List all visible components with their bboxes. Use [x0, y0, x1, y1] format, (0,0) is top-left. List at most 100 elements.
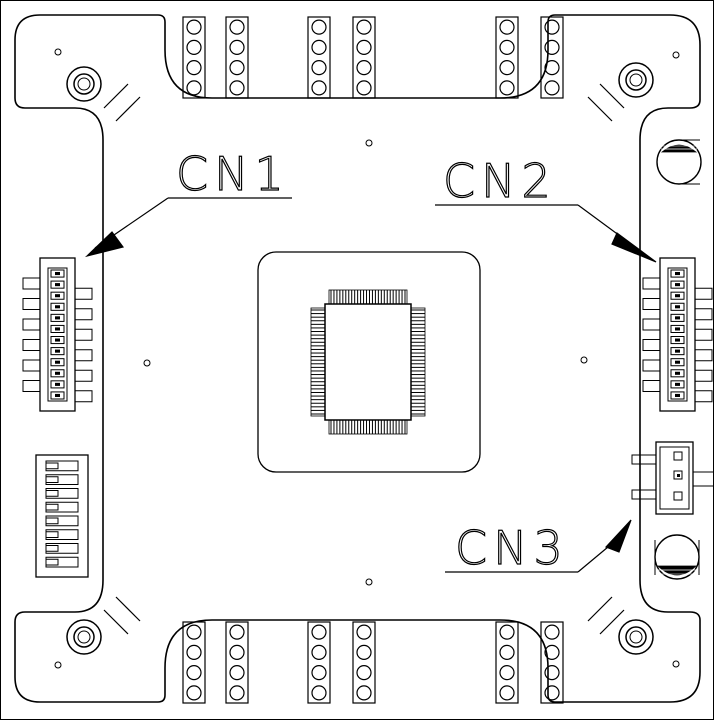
- pin-header-body: [182, 16, 206, 99]
- pin-hole: [229, 60, 245, 76]
- dip-lever-slot: [45, 515, 79, 527]
- pin-hole: [544, 624, 560, 640]
- solder-tab: [642, 277, 661, 290]
- mounting-hole-top-right: [618, 62, 654, 98]
- dip-lever-slot: [45, 488, 79, 499]
- connector-pin: [50, 347, 65, 356]
- cn3-leader: [445, 519, 632, 573]
- solder-tab: [74, 349, 93, 362]
- pin-hole: [229, 644, 245, 660]
- solder-tab: [74, 390, 93, 403]
- pin-hole: [186, 644, 202, 660]
- dip-lever-slot: [45, 529, 79, 540]
- pin-hole: [544, 19, 560, 35]
- connector-pin-contact: [675, 371, 680, 375]
- pin-header: [540, 621, 564, 704]
- qfp-lead-row: [328, 419, 408, 435]
- connector-pin-contact: [55, 382, 60, 386]
- pin-hole: [311, 685, 327, 701]
- pin-header: [495, 16, 519, 99]
- pin-header-body: [307, 621, 331, 704]
- pin-header-body: [495, 621, 519, 704]
- connector-pin: [50, 369, 65, 378]
- pin-hole: [544, 665, 560, 681]
- pin-hole: [186, 624, 202, 640]
- dip-switch-levers: [45, 460, 79, 568]
- solder-tab: [22, 277, 41, 290]
- battery-bottom: [654, 534, 700, 580]
- connector-pin: [670, 302, 685, 311]
- dip-lever-slot: [45, 556, 79, 568]
- cn3-housing: [655, 441, 694, 515]
- pin-hole: [499, 19, 515, 35]
- qfp-chip-body: [324, 303, 412, 421]
- connector-pin-contact: [675, 316, 680, 320]
- pin-hole: [499, 624, 515, 640]
- cn2-solder-tabs: [642, 277, 713, 403]
- connector-pin: [670, 280, 685, 289]
- dip-lever: [45, 531, 59, 538]
- pin-hole: [311, 39, 327, 55]
- pin-header-body: [307, 16, 331, 99]
- pin-hole: [186, 665, 202, 681]
- connector-pin: [670, 291, 685, 300]
- connector-pin: [50, 324, 65, 333]
- connector-pin-contact: [55, 349, 60, 353]
- pin-header: [182, 621, 206, 704]
- dip-lever: [45, 503, 59, 511]
- pin-header-body: [225, 621, 249, 704]
- connector-pin-contact: [55, 305, 60, 309]
- connector-pin: [50, 269, 65, 278]
- connector-pin-contact: [55, 272, 60, 276]
- pin-header-body: [495, 16, 519, 99]
- pin-header-body: [540, 621, 564, 704]
- dip-lever: [45, 490, 59, 497]
- pin-header-body: [182, 621, 206, 704]
- pin-hole: [499, 60, 515, 76]
- qfp-chip: [310, 289, 426, 435]
- pin-hole: [229, 624, 245, 640]
- cn1-label: CN1: [176, 147, 290, 201]
- solder-tab: [694, 390, 713, 403]
- pin-hole: [186, 19, 202, 35]
- connector-pin: [670, 336, 685, 345]
- connector-pin-contact: [675, 349, 680, 353]
- pin-hole: [229, 685, 245, 701]
- small-holes: [54, 48, 680, 669]
- pin-hole: [229, 19, 245, 35]
- pin-header: [182, 16, 206, 99]
- dip-switch: [35, 454, 89, 578]
- pin-hole: [499, 80, 515, 96]
- solder-tab: [74, 287, 93, 300]
- pin-hole: [356, 665, 372, 681]
- connector-pin: [50, 380, 65, 389]
- dip-lever: [45, 462, 59, 470]
- pin-hole: [356, 80, 372, 96]
- pin-hole: [186, 80, 202, 96]
- pin-hole: [311, 624, 327, 640]
- pin-hole: [229, 665, 245, 681]
- pin-hole: [544, 80, 560, 96]
- solder-tab: [642, 359, 661, 372]
- connector-pin: [670, 269, 685, 278]
- cn1-pins: [47, 267, 68, 402]
- connector-pin: [670, 347, 685, 356]
- pin-hole: [499, 685, 515, 701]
- connector-pin: [50, 302, 65, 311]
- pin-hole: [544, 644, 560, 660]
- solder-tab: [74, 308, 93, 321]
- pin-header: [307, 16, 331, 99]
- connector-pin: [670, 358, 685, 367]
- pin-header: [225, 16, 249, 99]
- corner-struts: [103, 83, 625, 635]
- solder-tab: [22, 359, 41, 372]
- mounting-hole-bottom-right: [618, 619, 654, 655]
- connector-pin: [670, 324, 685, 333]
- solder-tab: [694, 349, 713, 362]
- pin-header-body: [225, 16, 249, 99]
- solder-tab: [74, 369, 93, 382]
- pin-header: [225, 621, 249, 704]
- connector-pin: [50, 336, 65, 345]
- pin-hole: [499, 665, 515, 681]
- cn1-solder-tabs: [22, 277, 93, 403]
